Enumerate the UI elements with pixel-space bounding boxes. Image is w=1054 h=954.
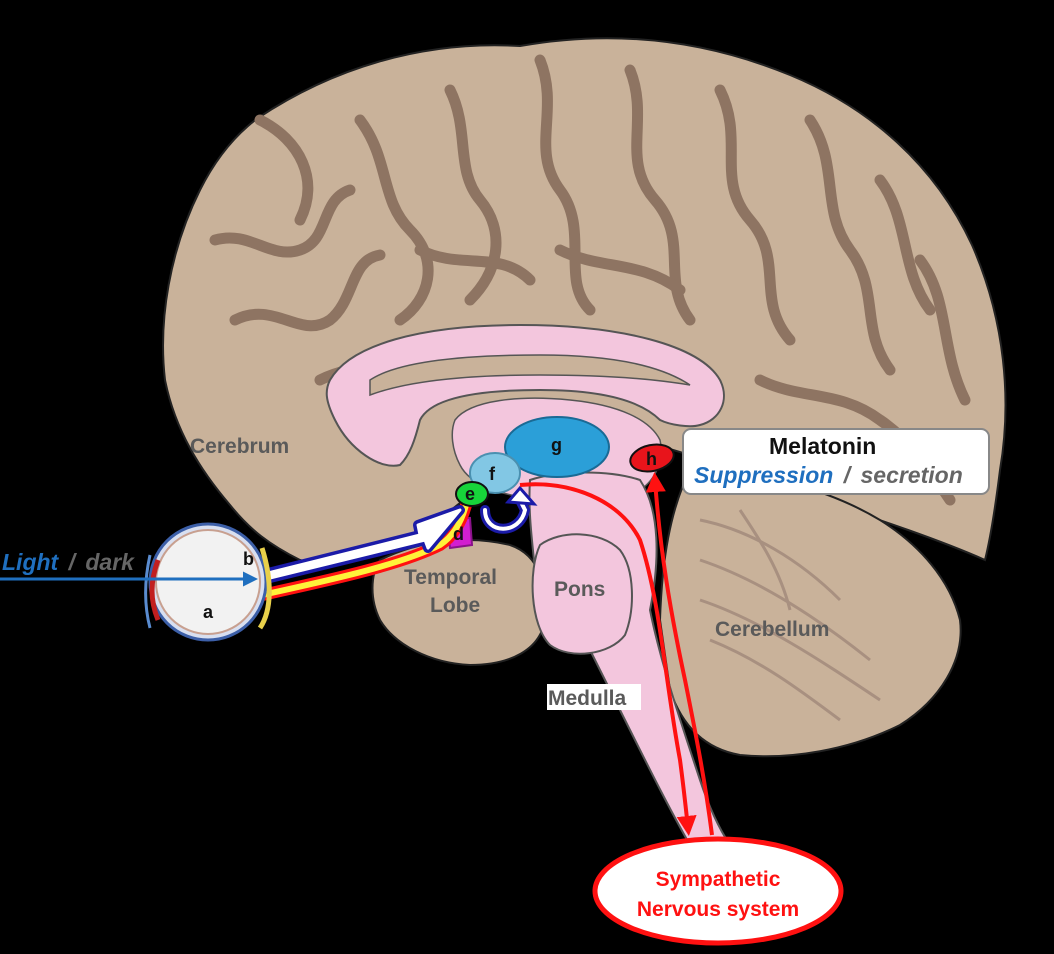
melatonin-separator: / [843,462,853,488]
label-temporal: Temporal [404,566,497,589]
corpus-callosum [325,323,725,467]
marker-b: b [243,549,254,569]
sympathetic-oval [592,836,844,946]
marker-e: e [465,484,475,504]
melatonin-subtitle: Suppression / secretion [694,462,963,488]
suppression-word: Suppression [694,462,833,488]
light-separator: / [68,549,78,575]
label-medulla: Medulla [548,687,626,710]
marker-a: a [203,602,214,622]
light-word: Light [2,549,60,575]
light-dark-label: Light / dark [2,549,135,575]
retinal-arrow [266,508,462,580]
optic-tract-inner [259,502,469,598]
red-path-up [645,472,714,836]
medulla-label-bg [547,684,641,710]
curved-arrow-head [504,485,538,506]
dark-word: dark [85,549,135,575]
secretion-word: secretion [860,462,962,488]
melatonin-title: Melatonin [769,433,876,459]
structure-g [504,416,610,478]
pineal-gland-h [629,443,675,473]
marker-h: h [646,449,657,469]
red-path-down [519,482,697,836]
melatonin-box [682,428,990,495]
structure-f [469,452,521,494]
marker-f: f [489,464,496,484]
structure-e [455,481,489,507]
eye [144,522,272,642]
sympathetic-line1: Sympathetic [656,868,781,891]
cerebellum-folia [699,509,881,722]
sympathetic-line2: Nervous system [637,898,799,921]
marker-d: d [453,524,464,544]
label-pons: Pons [554,578,605,601]
lateral-ventricle [369,354,691,397]
temporal-lobe-shape [371,539,548,667]
label-cerebrum: Cerebrum [190,435,289,458]
label-cerebellum: Cerebellum [715,618,829,641]
marker-g: g [551,435,562,455]
pons-shape [531,533,633,655]
curved-arrow-e-f-inner [483,498,528,531]
label-lobe: Lobe [430,594,480,617]
